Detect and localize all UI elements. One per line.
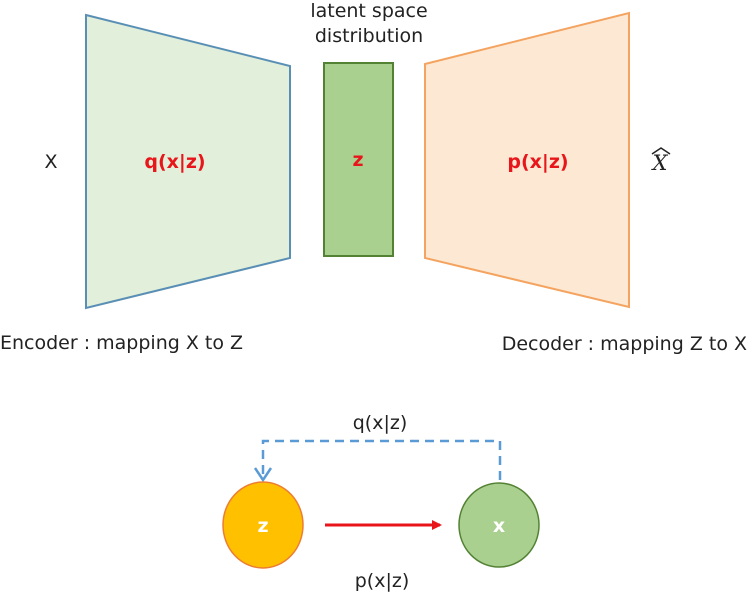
node-x-label: x: [493, 515, 505, 537]
inference-arrowhead: [253, 467, 273, 483]
encoder-shape: [85, 13, 291, 310]
output-label: X: [651, 151, 669, 175]
input-label: X: [44, 151, 57, 173]
node-z-label: z: [257, 515, 268, 537]
node-z: [222, 481, 304, 569]
latent-rect: [323, 62, 394, 257]
latent-label: z: [352, 149, 363, 171]
encoder-label: q(x|z): [144, 151, 205, 173]
encoder-caption: Encoder : mapping X to Z: [0, 332, 243, 354]
inference-arrow: [261, 439, 502, 480]
generative-label: p(x|z): [355, 570, 410, 592]
decoder-label: p(x|z): [507, 151, 568, 173]
output-hat-mark: [651, 147, 671, 155]
latent-caption-line2: distribution: [315, 25, 423, 47]
node-x: [458, 482, 540, 568]
latent-caption-line1: latent space: [310, 0, 427, 22]
decoder-shape: [424, 11, 630, 309]
decoder-caption: Decoder : mapping Z to X: [502, 333, 747, 355]
inference-label: q(x|z): [353, 412, 408, 434]
